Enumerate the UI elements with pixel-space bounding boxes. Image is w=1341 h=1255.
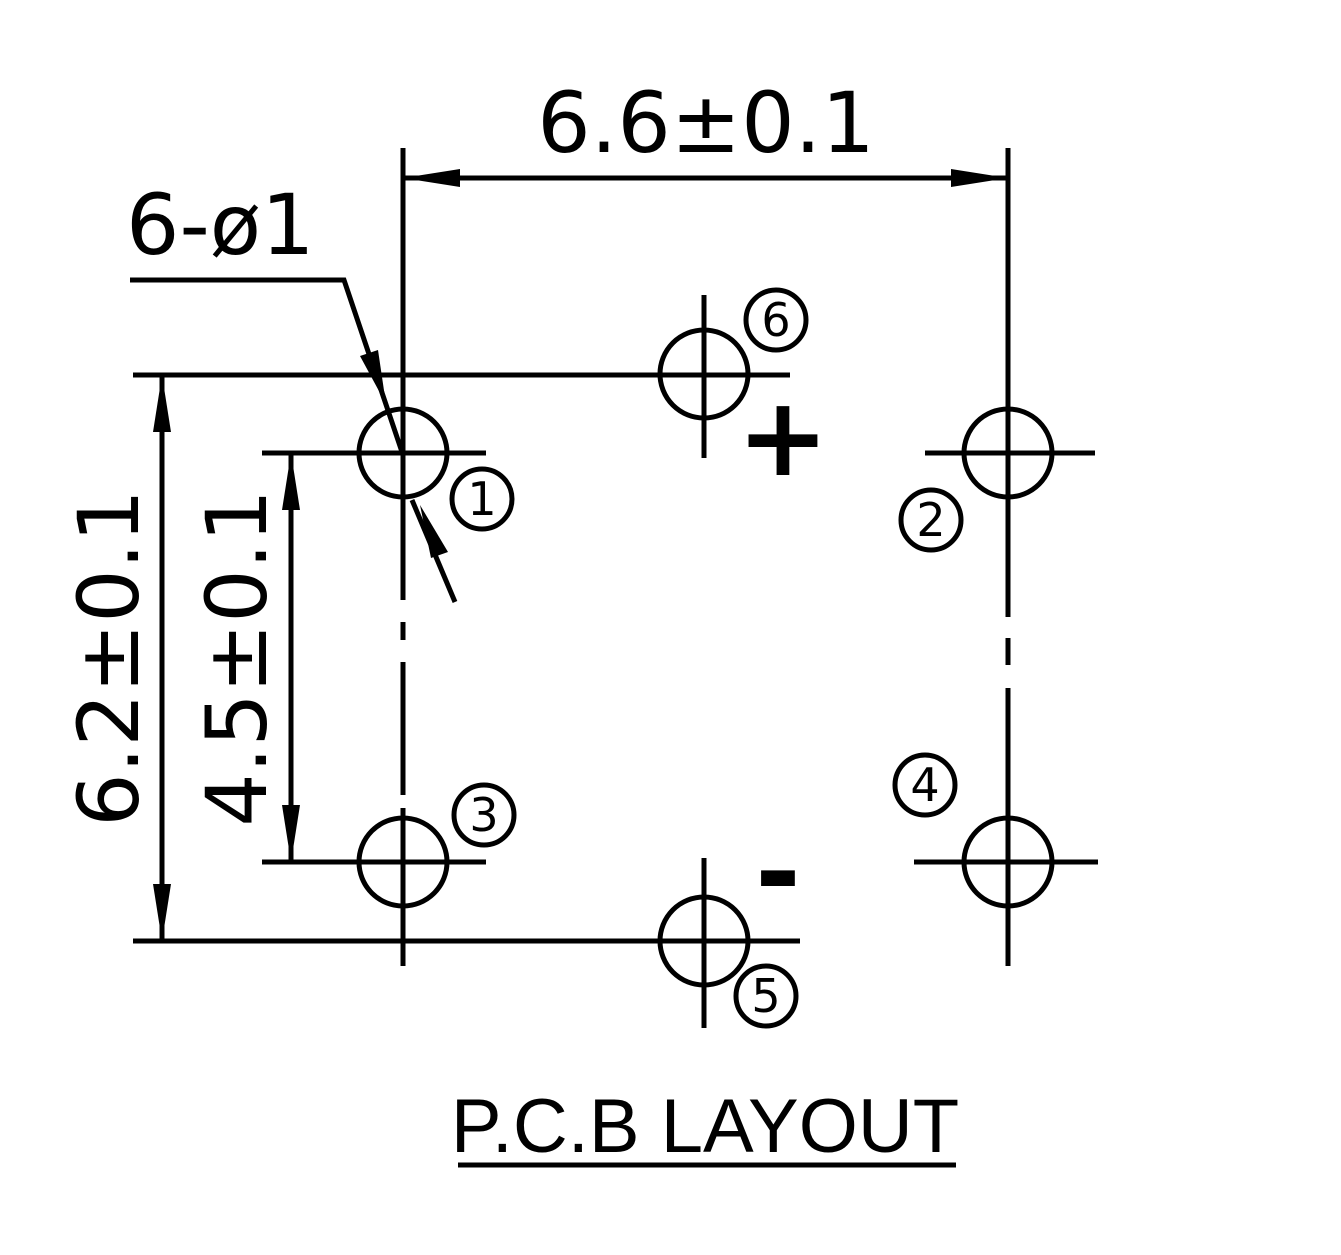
outer-height-dimension: 6.2±0.1 (60, 372, 800, 944)
plus-sign: + (737, 373, 829, 501)
svg-text:4: 4 (910, 758, 939, 812)
minus-sign: - (755, 808, 801, 936)
pin-badge-6: 6 (743, 287, 809, 353)
hole-5 (657, 858, 751, 1028)
svg-text:5: 5 (751, 969, 780, 1023)
inner-height-label: 4.5±0.1 (188, 489, 286, 827)
hole-3 (356, 808, 450, 966)
svg-text:1: 1 (467, 472, 496, 526)
hole-6 (657, 295, 751, 458)
pin-badge-5: 5 (733, 963, 799, 1029)
arrow-down-outer (153, 884, 171, 941)
svg-text:3: 3 (469, 788, 498, 842)
pin-badge-4: 4 (892, 752, 958, 818)
pin-badge-2: 2 (898, 487, 964, 553)
hole-1 (356, 400, 450, 500)
width-label: 6.6±0.1 (537, 74, 875, 172)
hole-leader-line (130, 277, 405, 453)
hole-2 (925, 400, 1095, 500)
width-dimension: 6.6±0.1 (400, 74, 1011, 500)
arrow-up-outer (153, 375, 171, 432)
arrow-right (951, 169, 1008, 187)
arrow-up-inner (282, 453, 300, 510)
pin-badge-3: 3 (451, 782, 517, 848)
page-title: P.C.B LAYOUT (451, 1084, 959, 1169)
inner-height-dimension: 4.5±0.1 (188, 450, 486, 865)
arrow-down-inner (282, 805, 300, 862)
outer-height-label: 6.2±0.1 (60, 489, 158, 827)
hole-4 (914, 808, 1098, 966)
hole-leader-arrow-bottom (420, 505, 448, 558)
hole-callout: 6-ø1 (126, 176, 458, 603)
svg-text:2: 2 (916, 493, 945, 547)
pin-badge-1: 1 (449, 466, 515, 532)
hole-label: 6-ø1 (126, 176, 315, 274)
arrow-left (403, 169, 460, 187)
centerlines (400, 495, 1011, 810)
svg-text:6: 6 (761, 293, 790, 347)
